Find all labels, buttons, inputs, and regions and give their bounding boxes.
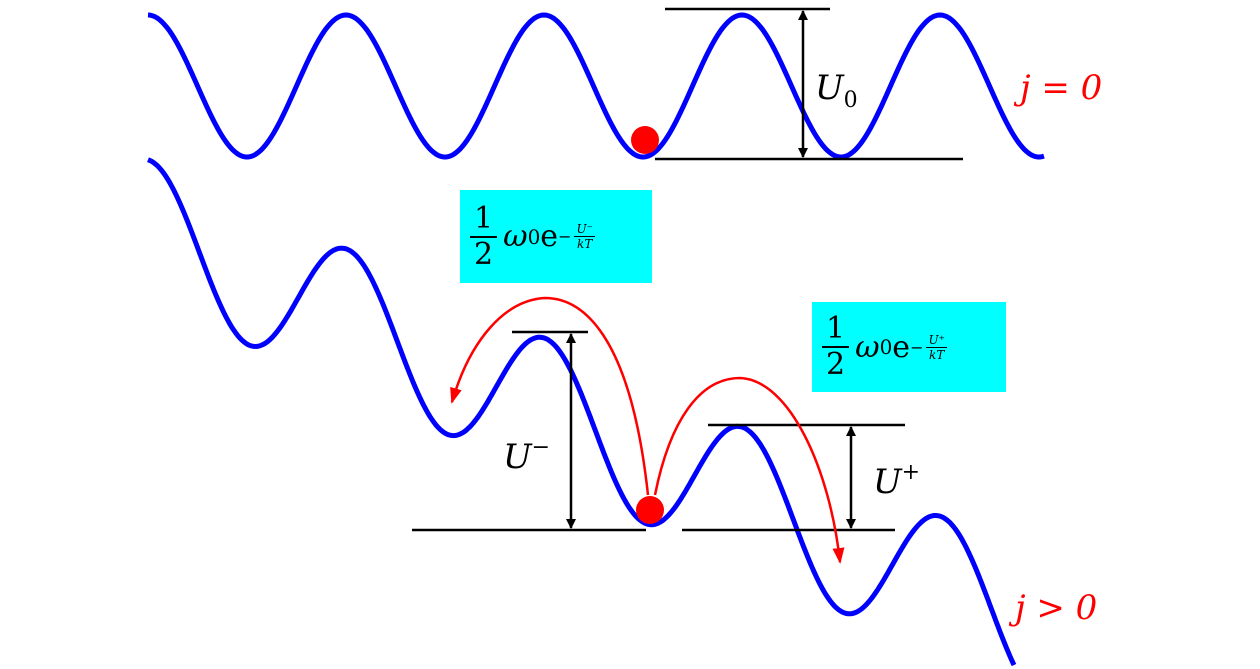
tilted-potential-curve bbox=[147, 157, 1017, 667]
hop-left-arrow bbox=[450, 296, 650, 496]
particle-bottom bbox=[636, 496, 664, 524]
hop-right-arrow bbox=[653, 376, 845, 564]
u-minus-label: U− bbox=[503, 435, 551, 477]
particle-top bbox=[631, 126, 659, 154]
flat-potential-curve bbox=[147, 12, 1045, 160]
u-plus-label: U+ bbox=[873, 460, 921, 502]
j-zero-label: j = 0 bbox=[1020, 68, 1103, 108]
j-positive-label: j > 0 bbox=[1015, 588, 1098, 628]
u0-label: U0 bbox=[815, 68, 858, 113]
